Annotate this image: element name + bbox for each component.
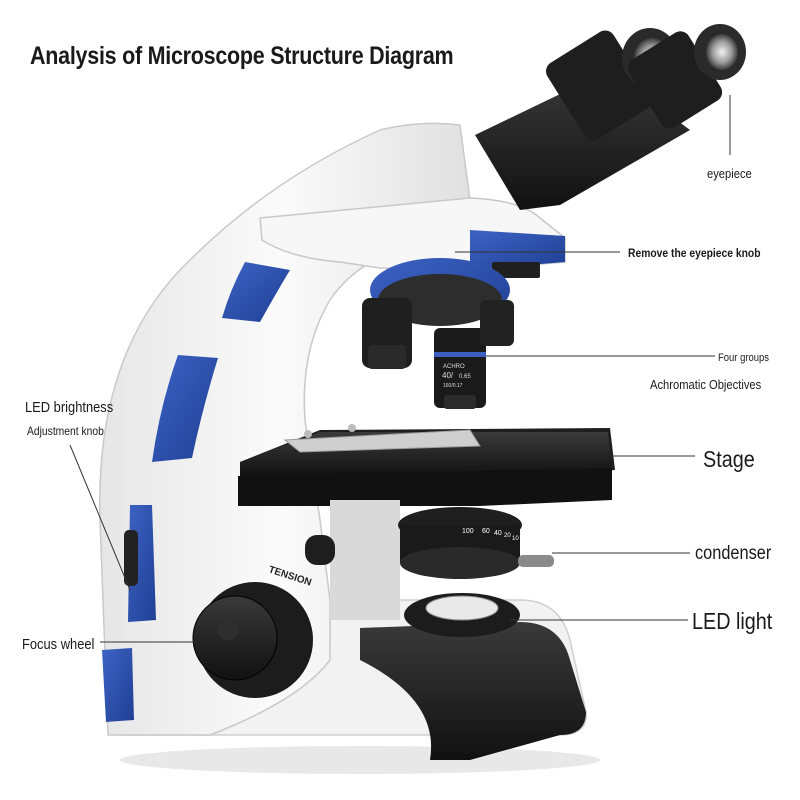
objective-brand-text: ACHRO (443, 364, 465, 370)
leader-led-brightness (69, 444, 131, 591)
condenser-screw (518, 555, 554, 567)
objective-spec-text: 160/0.17 (443, 383, 463, 389)
focus-wheel-grip (218, 620, 238, 640)
focus-wheel (192, 595, 278, 681)
arm-blue-panel-middle (152, 355, 218, 462)
leader-lines (69, 95, 731, 643)
objective-left (362, 298, 412, 369)
coarse-knob-small (305, 535, 335, 565)
slide-holder (283, 429, 481, 453)
base-black-front (360, 622, 586, 760)
led-brightness-knob (124, 530, 138, 586)
objective-right (480, 300, 514, 346)
label-achromatic-objectives: Achromatic Objectives (650, 377, 762, 392)
stage-front (238, 468, 612, 506)
base-shadow (120, 746, 600, 774)
stage-screw-left (304, 430, 312, 438)
label-adjustment-knob: Adjustment knob (27, 424, 104, 438)
objective-na-text: 0.65 (459, 374, 471, 380)
label-stage: Stage (703, 446, 755, 472)
arm-blue-panel-bottom (102, 648, 134, 722)
led-light-lens (425, 595, 499, 621)
stage-screw-right (348, 424, 356, 432)
eyepiece-knob (492, 262, 540, 278)
focus-block (330, 500, 400, 620)
diagram-title: Analysis of Microscope Structure Diagram (30, 42, 454, 70)
condenser-scale-10: 10 (512, 536, 519, 542)
condenser-scale-60: 60 (482, 528, 490, 535)
label-condenser: condenser (695, 543, 772, 564)
arm-blue-panel-top (222, 262, 290, 322)
condenser-bottom (400, 547, 520, 579)
label-four-groups: Four groups (718, 352, 770, 364)
objective-mag-text: 40/ (442, 371, 454, 380)
label-led-light: LED light (692, 608, 773, 634)
condenser-scale-100: 100 (462, 528, 474, 535)
condenser-scale-20: 20 (504, 533, 511, 539)
head-blue-band (470, 230, 565, 270)
label-focus-wheel: Focus wheel (22, 636, 95, 653)
objective-front (434, 328, 486, 409)
label-remove-eyepiece-knob: Remove the eyepiece knob (628, 246, 761, 260)
label-eyepiece: eyepiece (707, 166, 752, 181)
eyepiece-right (627, 24, 746, 129)
label-led-brightness: LED brightness (25, 399, 114, 416)
condenser-scale-40: 40 (494, 530, 502, 537)
